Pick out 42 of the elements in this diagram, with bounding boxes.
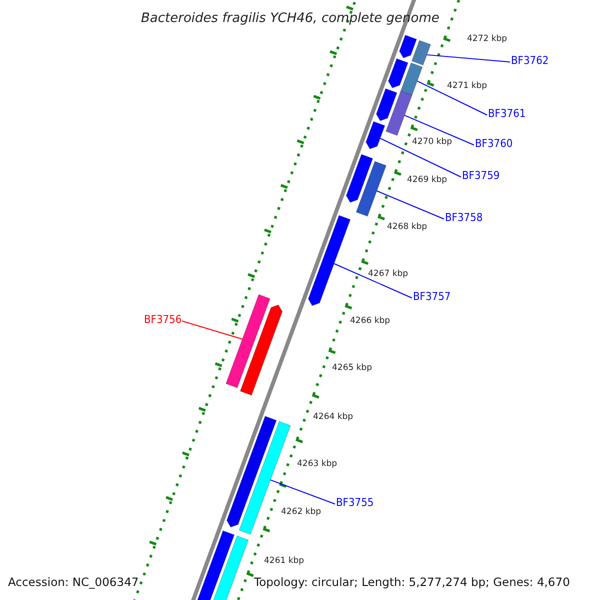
scale-label: 4270 kbp (412, 138, 452, 146)
leader-line (334, 263, 412, 298)
scale-label: 4261 kbp (264, 557, 304, 566)
gene-feature (366, 121, 386, 150)
title: Bacteroides fragilis YCH46, complete genome (140, 10, 440, 28)
scale-label: 4264 kbp (313, 413, 354, 422)
gene-label: BF3762 (511, 55, 549, 66)
gene-feature (386, 90, 412, 136)
gene-feature (376, 88, 398, 122)
gene-label: BF3760 (475, 138, 513, 149)
gene-feature (226, 416, 277, 528)
gene-feature (399, 34, 417, 58)
scale-label: 4271 kbp (447, 82, 488, 90)
scale-label: 4267 kbp (368, 270, 408, 278)
leader-line (416, 80, 488, 116)
gene-label: BF3757 (413, 291, 451, 302)
gene-label: BF3759 (462, 170, 500, 181)
scale-label: 4269 kbp (407, 176, 448, 184)
gene-label: BF3761 (488, 108, 526, 119)
gene-feature (400, 62, 423, 96)
leader-line (426, 54, 510, 62)
scale-label: 4268 kbp (387, 223, 428, 232)
gene-feature (240, 304, 283, 396)
gene-feature (388, 58, 408, 88)
gene-label: BF3755 (336, 497, 374, 508)
leader-line (182, 320, 243, 340)
scale-label: 4263 kbp (297, 460, 338, 468)
leader-line (380, 138, 462, 178)
gene-feature (411, 40, 432, 66)
footer-text: Topology: circular; Length: 5,277,274 bp; Genes: 4,670 (254, 577, 570, 588)
scale-label: 4266 kbp (350, 317, 390, 326)
gene-feature (356, 161, 386, 217)
gene-label: BF3758 (445, 212, 483, 223)
gene-feature (308, 214, 351, 306)
scale-label: 4272 kbp (467, 35, 508, 44)
scale-label: 4262 kbp (281, 508, 322, 516)
gene-label: BF3756 (144, 314, 182, 325)
gene-feature (346, 154, 374, 203)
scale-label: 4265 kbp (332, 364, 372, 372)
leader-line (376, 190, 444, 220)
footer-text: Accession: NC_006347 (8, 577, 139, 588)
gene-feature (226, 294, 270, 388)
